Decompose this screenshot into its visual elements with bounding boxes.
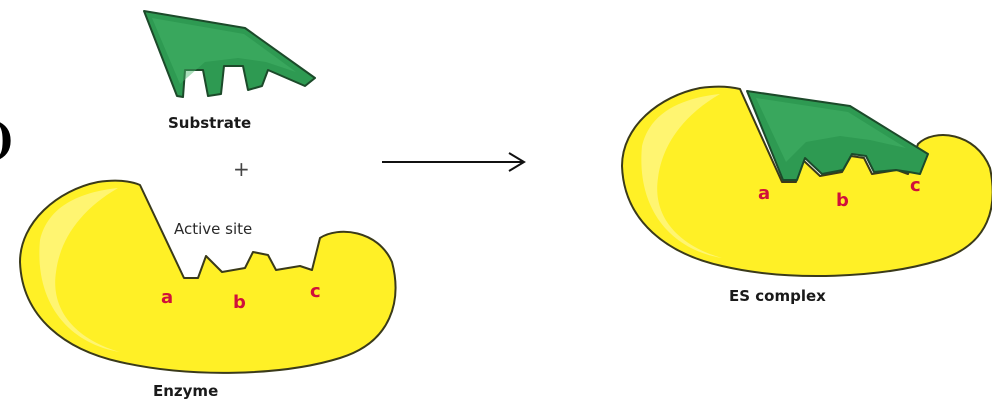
- substrate-label: Substrate: [168, 114, 251, 132]
- substrate-shape: [144, 11, 315, 97]
- es-site-b-label: b: [836, 190, 849, 211]
- edge-bracket: ): [0, 114, 15, 165]
- enzyme-shape: [20, 181, 395, 373]
- active-site-label: Active site: [174, 220, 252, 238]
- plus-sign: +: [233, 157, 250, 181]
- site-c-label: c: [310, 281, 321, 302]
- enzyme-label: Enzyme: [153, 382, 218, 400]
- site-b-label: b: [233, 292, 246, 313]
- es-site-c-label: c: [910, 175, 921, 196]
- es-complex-label: ES complex: [729, 287, 826, 305]
- es-complex-shape: [622, 87, 992, 276]
- site-a-label: a: [161, 287, 173, 308]
- es-site-a-label: a: [758, 183, 770, 204]
- reaction-arrow: [382, 153, 524, 171]
